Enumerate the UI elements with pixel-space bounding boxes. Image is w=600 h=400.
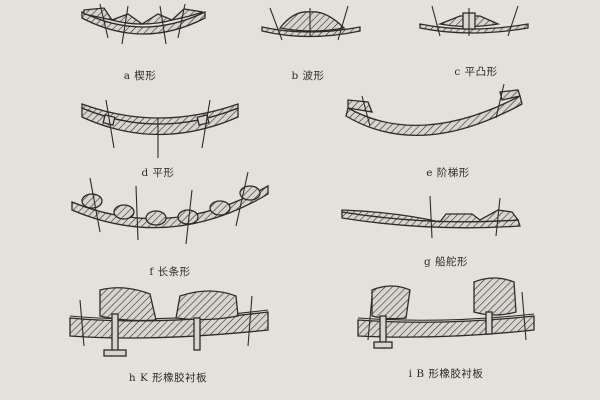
caption-e: e 阶梯形 — [426, 167, 470, 179]
liner-f-long-strip — [71, 171, 269, 245]
caption-f: f 长条形 — [149, 266, 191, 278]
caption-a: a 楔形 — [123, 70, 157, 82]
caption-b: b 波形 — [291, 70, 325, 82]
liner-e-stepped — [345, 83, 523, 136]
liner-b-wave — [261, 5, 361, 41]
liner-h-k-rubber — [69, 287, 269, 357]
caption-d: d 平形 — [141, 167, 175, 179]
liner-i-b-rubber — [357, 277, 535, 349]
caption-i: i B 形橡胶衬板 — [408, 368, 484, 380]
caption-h: h K 形橡胶衬板 — [128, 372, 208, 384]
caption-c: c 平凸形 — [454, 66, 498, 78]
liner-c-flat-convex — [419, 5, 529, 37]
liner-d-flat — [81, 99, 239, 158]
liner-g-rudder — [341, 195, 521, 239]
caption-g: g 船舵形 — [423, 256, 469, 268]
liner-a-wedge — [81, 3, 206, 45]
